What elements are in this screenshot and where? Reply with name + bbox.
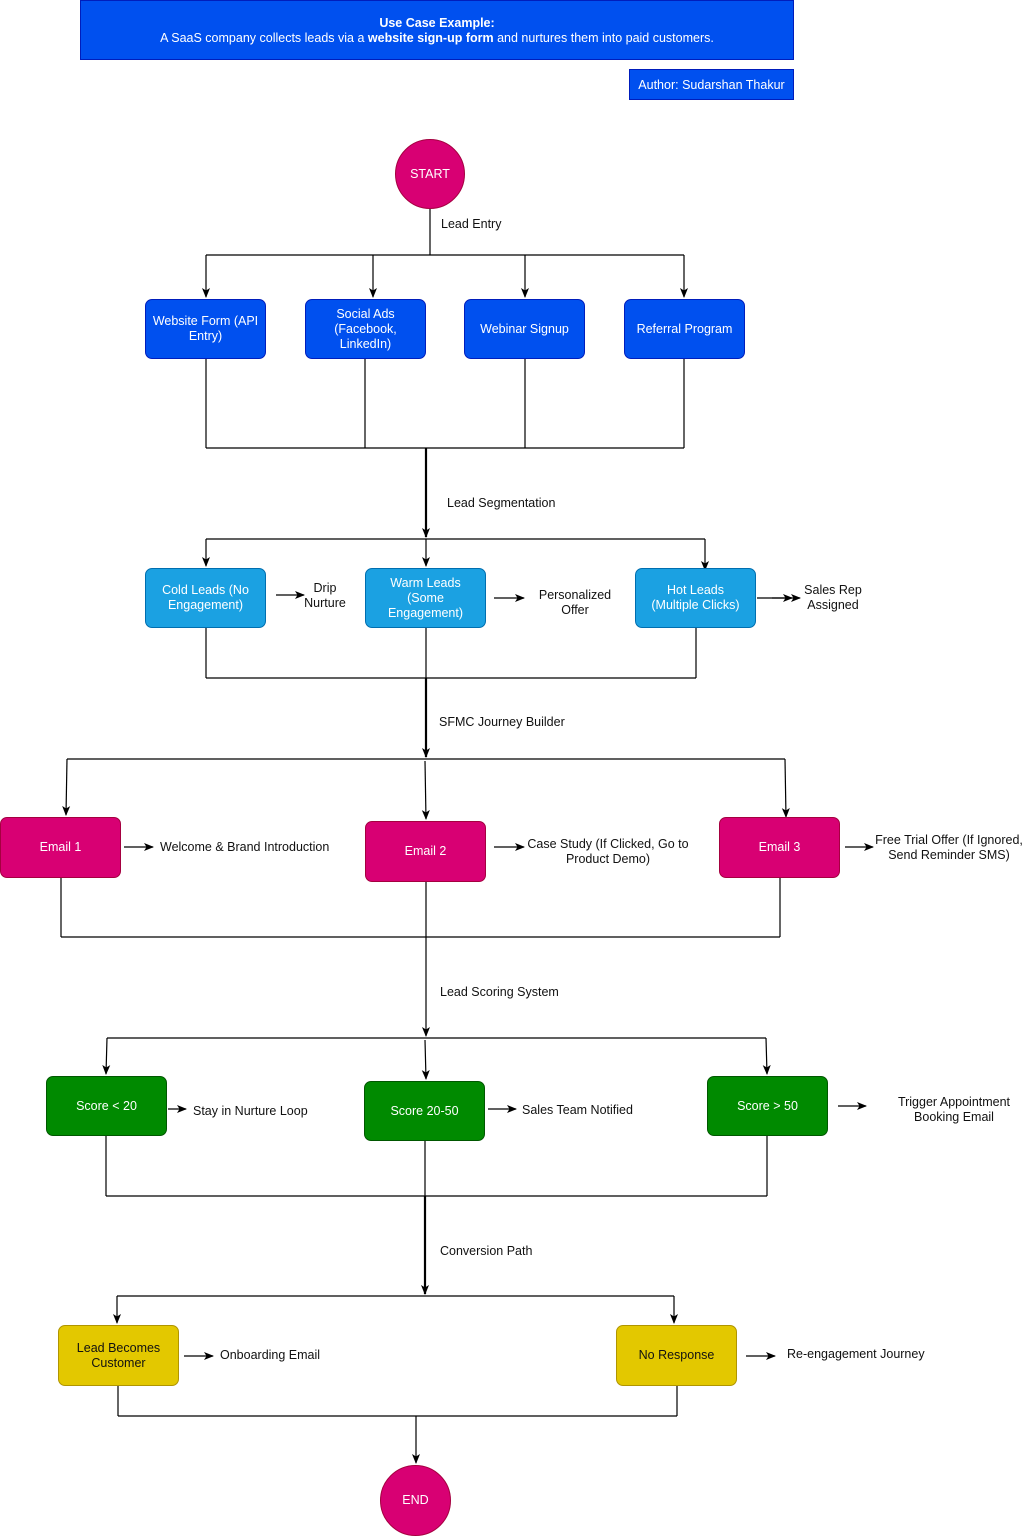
use-case-text-post: and nurtures them into paid customers. (493, 31, 714, 45)
use-case-title: Use Case Example: (379, 16, 495, 30)
node-lead-becomes-customer: Lead Becomes Customer (58, 1325, 179, 1386)
node-webinar-signup: Webinar Signup (464, 299, 585, 359)
author-badge: Author: Sudarshan Thakur (629, 69, 794, 100)
start-node: START (395, 139, 465, 209)
node-warm-leads: Warm Leads (Some Engagement) (365, 568, 486, 628)
label-sales-team-notified: Sales Team Notified (522, 1103, 633, 1117)
node-referral-program: Referral Program (624, 299, 745, 359)
use-case-text-bold: website sign-up form (367, 31, 494, 45)
node-website-form: Website Form (API Entry) (145, 299, 266, 359)
edge-label-journey-builder: SFMC Journey Builder (439, 715, 565, 729)
label-sales-rep-assigned: Sales Rep Assigned (804, 583, 862, 612)
label-re-engagement-journey: Re-engagement Journey (787, 1347, 925, 1361)
node-score-low: Score < 20 (46, 1076, 167, 1136)
edge-label-lead-segmentation: Lead Segmentation (447, 496, 556, 510)
label-free-trial-offer: Free Trial Offer (If Ignored, Send Remin… (875, 833, 1023, 862)
edge-label-conversion-path: Conversion Path (440, 1244, 533, 1258)
label-drip-nurture: Drip Nurture (304, 581, 346, 610)
label-stay-in-nurture: Stay in Nurture Loop (193, 1104, 308, 1118)
use-case-text-pre: A SaaS company collects leads via a (160, 31, 368, 45)
end-node: END (380, 1465, 451, 1536)
label-personalized-offer: Personalized Offer (538, 588, 612, 617)
node-no-response: No Response (616, 1325, 737, 1386)
use-case-description: A SaaS company collects leads via a webs… (81, 31, 793, 46)
label-welcome-brand-intro: Welcome & Brand Introduction (160, 840, 330, 854)
node-email-3: Email 3 (719, 817, 840, 878)
node-social-ads: Social Ads (Facebook, LinkedIn) (305, 299, 426, 359)
label-onboarding-email: Onboarding Email (220, 1348, 321, 1362)
edge-label-lead-scoring: Lead Scoring System (440, 985, 559, 999)
node-hot-leads: Hot Leads (Multiple Clicks) (635, 568, 756, 628)
use-case-banner: Use Case Example: A SaaS company collect… (80, 0, 794, 60)
label-trigger-appointment: Trigger Appointment Booking Email (897, 1095, 1011, 1124)
node-score-high: Score > 50 (707, 1076, 828, 1136)
node-email-1: Email 1 (0, 817, 121, 878)
node-email-2: Email 2 (365, 821, 486, 882)
label-case-study: Case Study (If Clicked, Go to Product De… (527, 837, 689, 866)
edge-label-lead-entry: Lead Entry (441, 217, 502, 231)
node-score-mid: Score 20-50 (364, 1081, 485, 1141)
node-cold-leads: Cold Leads (No Engagement) (145, 568, 266, 628)
